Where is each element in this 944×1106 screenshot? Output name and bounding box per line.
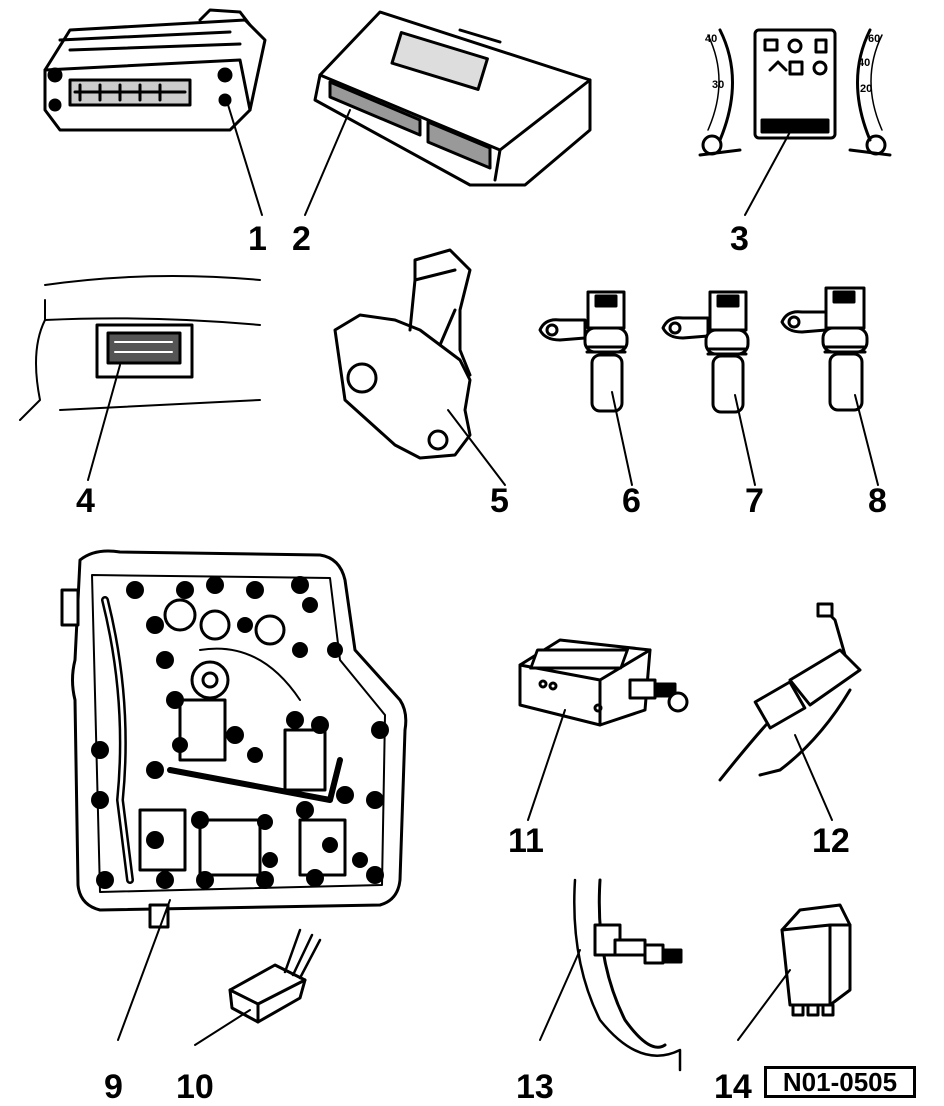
gauge-tick-labels: 40 30 60 40 20: [705, 33, 880, 95]
callout-2: 2: [292, 220, 311, 258]
part-13-sensor: [539, 878, 683, 1072]
callout-numbers: 1 2 3 4 5 6 7 8 11 12 9 10 13 14: [76, 220, 887, 1106]
part-1-control-module: [43, 8, 267, 216]
callout-4: 4: [76, 482, 95, 520]
callout-10: 10: [176, 1068, 214, 1106]
part-6-speed-sensor: [538, 290, 633, 486]
gauge-left-tick-0: 40: [705, 33, 717, 45]
part-7-speed-sensor: [661, 290, 756, 486]
callout-9: 9: [104, 1068, 123, 1106]
gauge-right-tick-2: 20: [860, 83, 872, 95]
callout-12: 12: [812, 822, 850, 860]
callout-14: 14: [714, 1068, 752, 1106]
gauge-right-tick-1: 40: [858, 57, 870, 69]
callout-7: 7: [745, 482, 764, 520]
part-2-engine-control-unit: [304, 10, 592, 216]
callout-8: 8: [868, 482, 887, 520]
part-9-valve-body: [60, 549, 408, 1041]
gauge-right-tick-0: 60: [868, 33, 880, 45]
part-4-diagnostic-connector: [19, 275, 261, 481]
part-3-instrument-cluster: [698, 28, 892, 216]
callout-1: 1: [248, 220, 267, 258]
reference-code-label: N01-0505: [764, 1066, 916, 1098]
gauge-left-tick-1: 30: [712, 79, 724, 91]
part-14-relay: [737, 903, 852, 1041]
callout-6: 6: [622, 482, 641, 520]
part-8-speed-sensor: [780, 286, 879, 486]
part-11-solenoid: [518, 638, 689, 821]
callout-3: 3: [730, 220, 749, 258]
part-12-sender: [718, 602, 862, 821]
part-5-multifunction-switch: [333, 248, 506, 486]
part-10-module: [194, 928, 322, 1046]
callout-13: 13: [516, 1068, 554, 1106]
callout-11: 11: [508, 822, 544, 860]
callout-5: 5: [490, 482, 509, 520]
